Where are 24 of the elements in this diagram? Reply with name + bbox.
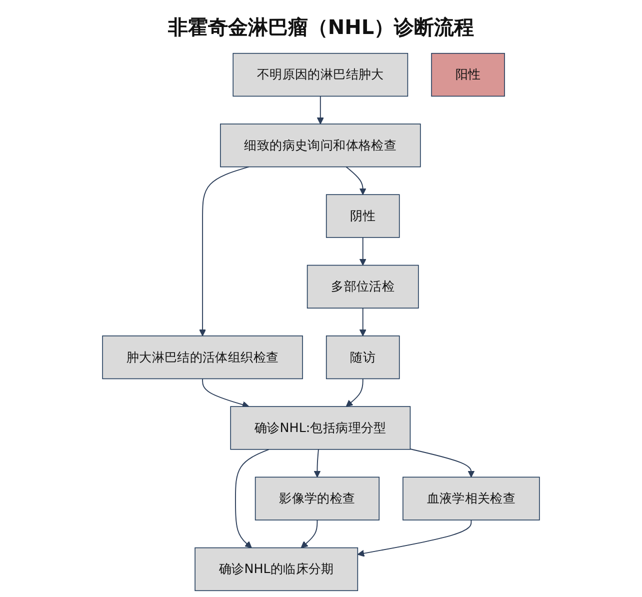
arrow [359, 237, 366, 266]
node-box: 确诊NHL的临床分期 [194, 547, 358, 592]
node-box: 阳性 [431, 52, 505, 97]
node-box: 影像学的检查 [254, 476, 380, 520]
node-box: 阴性 [326, 194, 400, 238]
arrow [199, 166, 250, 336]
node-box: 肿大淋巴结的活体组织检查 [102, 336, 303, 380]
arrow [314, 448, 321, 478]
node-box: 随访 [326, 336, 400, 380]
arrow [235, 448, 270, 548]
arrow [202, 378, 250, 408]
arrow [346, 378, 364, 407]
arrow [300, 520, 318, 548]
diagram-title: 非霍奇金淋巴瘤（NHL）诊断流程 [168, 14, 474, 41]
arrow [316, 96, 324, 124]
node-box: 不明原因的淋巴结肿大 [232, 52, 408, 97]
node-box: 细致的病史询问和体格检查 [220, 124, 421, 168]
arrow [359, 308, 366, 336]
node-box: 多部位活检 [306, 264, 419, 308]
node-box: 血液学相关检查 [402, 476, 540, 520]
arrow [410, 448, 475, 478]
arrow [357, 520, 472, 557]
arrow [346, 166, 366, 195]
node-box: 确诊NHL:包括病理分型 [230, 406, 411, 450]
